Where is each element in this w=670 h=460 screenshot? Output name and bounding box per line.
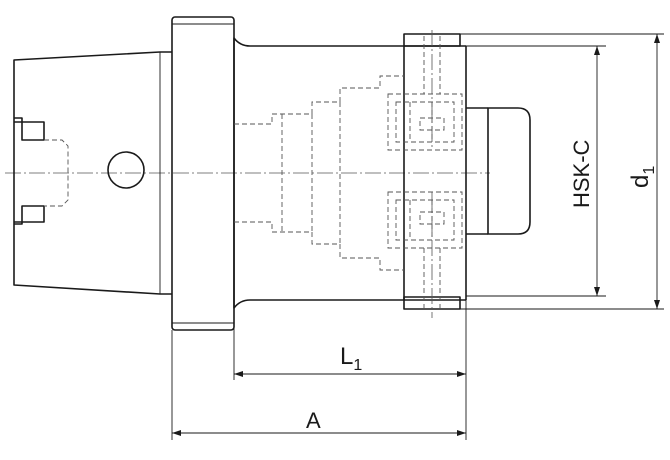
label-l1: L1: [340, 343, 362, 374]
taper-inner-hidden: [44, 139, 69, 207]
knurled-nut: [487, 107, 531, 235]
label-d1-main: d: [627, 175, 654, 188]
clamp-pin-top: [423, 36, 441, 94]
flange: [171, 16, 235, 331]
label-d1: d1: [627, 166, 658, 188]
label-hsk: HSK-C: [569, 139, 594, 208]
clamp-pin-bottom: [423, 248, 441, 308]
label-l1-main: L: [340, 343, 353, 370]
label-a: A: [306, 408, 321, 433]
internal-bore-hidden: [234, 75, 404, 125]
internal-bore-hidden-lower: [234, 221, 404, 271]
taper-notch-top: [14, 117, 45, 141]
taper-shank: [13, 51, 172, 295]
taper-notch-bottom: [14, 205, 45, 225]
clamp-mech-upper: [387, 93, 463, 151]
label-d1-sub: 1: [641, 166, 658, 175]
label-l1-sub: 1: [353, 357, 362, 374]
drive-hole: [107, 151, 145, 189]
clamp-mech-lower: [387, 191, 463, 249]
internal-step-hidden: [281, 102, 341, 244]
